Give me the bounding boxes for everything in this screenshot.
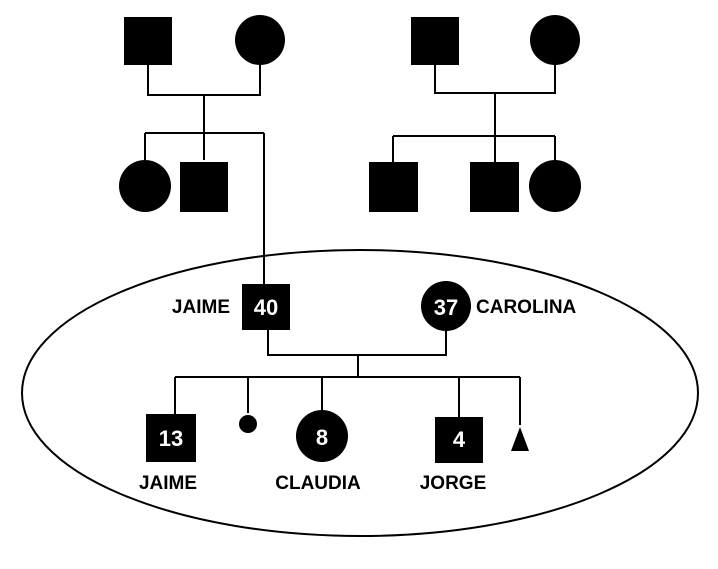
mother-circle-icon: [421, 281, 471, 331]
maternal-uncle-1-square-icon: [369, 162, 418, 212]
father-name: JAIME: [172, 297, 230, 318]
paternal-uncle-square-icon: [180, 162, 228, 212]
mother-name: CAROLINA: [476, 297, 577, 318]
maternal-grandfather-square-icon: [411, 17, 459, 65]
child-jorge-age: 4: [453, 427, 466, 452]
child-claudia-age: 8: [316, 425, 328, 450]
child-triangle-icon: [511, 427, 529, 451]
child-small-dot-icon: [239, 415, 257, 433]
child-jaime-age: 13: [159, 426, 183, 451]
household-boundary: [21, 249, 699, 537]
father-age: 40: [254, 295, 278, 320]
maternal-grandparents-marriage-line: [434, 62, 556, 94]
child-jorge-square-icon: [435, 417, 483, 463]
maternal-grandmother-circle-icon: [530, 15, 580, 65]
maternal-aunt-circle-icon: [529, 160, 581, 212]
paternal-grandparents-marriage-line: [147, 62, 261, 96]
parents-marriage-line: [267, 330, 447, 356]
paternal-grandfather-square-icon: [124, 17, 172, 65]
connector-lines: [144, 62, 556, 425]
child-claudia-name: CLAUDIA: [275, 473, 361, 494]
child-jaime-square-icon: [146, 414, 196, 462]
father-square-icon: [242, 284, 290, 330]
child-jaime-name: JAIME: [139, 473, 197, 494]
child-jorge-name: JORGE: [420, 473, 487, 494]
paternal-grandmother-circle-icon: [235, 15, 285, 65]
child-claudia-circle-icon: [296, 410, 348, 462]
maternal-uncle-2-square-icon: [470, 162, 519, 212]
mother-age: 37: [434, 295, 458, 320]
paternal-aunt-circle-icon: [119, 160, 171, 212]
